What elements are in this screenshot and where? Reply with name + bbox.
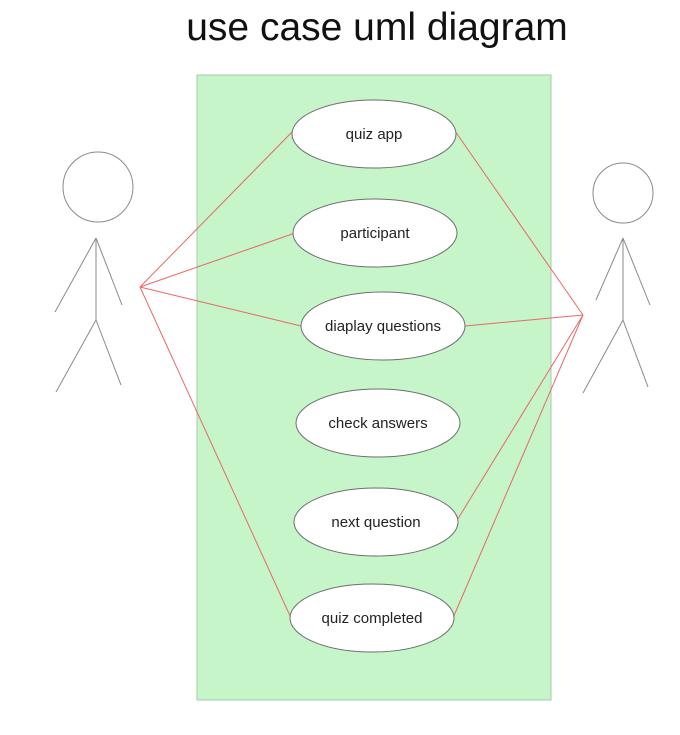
use-case-label: diaplay questions	[325, 318, 441, 335]
use-case-check-answers: check answers	[295, 388, 461, 458]
left-actor-right-leg	[95, 319, 122, 386]
use-case-next-question: next question	[293, 487, 459, 557]
use-case-ellipse	[300, 291, 466, 361]
right-actor-left-arm	[595, 237, 624, 301]
use-case-diaplay-questions: diaplay questions	[300, 291, 466, 361]
right-actor-right-leg	[622, 319, 649, 388]
left-actor-left-arm	[54, 237, 97, 313]
use-case-participant: participant	[292, 198, 458, 268]
use-case-label: quiz app	[346, 126, 403, 143]
left-actor-right-arm	[95, 237, 123, 306]
association-right-diaplay-questions	[464, 314, 584, 327]
left-actor-head	[62, 151, 134, 223]
right-actor-head	[592, 162, 654, 224]
association-right-next-question	[455, 314, 584, 523]
use-case-label: participant	[340, 225, 410, 242]
use-case-label: next question	[331, 514, 420, 531]
association-left-participant	[139, 232, 296, 288]
association-right-quiz-app	[454, 130, 584, 316]
association-left-quiz-app	[139, 130, 294, 288]
association-left-diaplay-questions	[139, 286, 302, 327]
use-case-label: quiz completed	[322, 610, 423, 627]
use-case-quiz-app: quiz app	[291, 99, 457, 169]
association-lines	[139, 130, 584, 619]
use-case-ellipse	[293, 487, 459, 557]
right-actor	[582, 162, 654, 394]
right-actor-right-arm	[622, 237, 651, 306]
use-case-ellipse	[289, 583, 455, 653]
left-actor-left-leg	[55, 319, 97, 393]
diagram-title: use case uml diagram	[186, 6, 568, 49]
use-case-quiz-completed: quiz completed	[289, 583, 455, 653]
use-case-label: check answers	[328, 415, 427, 432]
use-case-ellipse	[295, 388, 461, 458]
use-case-ellipse	[291, 99, 457, 169]
left-actor	[54, 151, 134, 393]
use-case-ellipse	[292, 198, 458, 268]
association-left-quiz-completed	[139, 286, 292, 619]
association-right-quiz-completed	[452, 314, 584, 619]
right-actor-left-leg	[582, 319, 624, 394]
